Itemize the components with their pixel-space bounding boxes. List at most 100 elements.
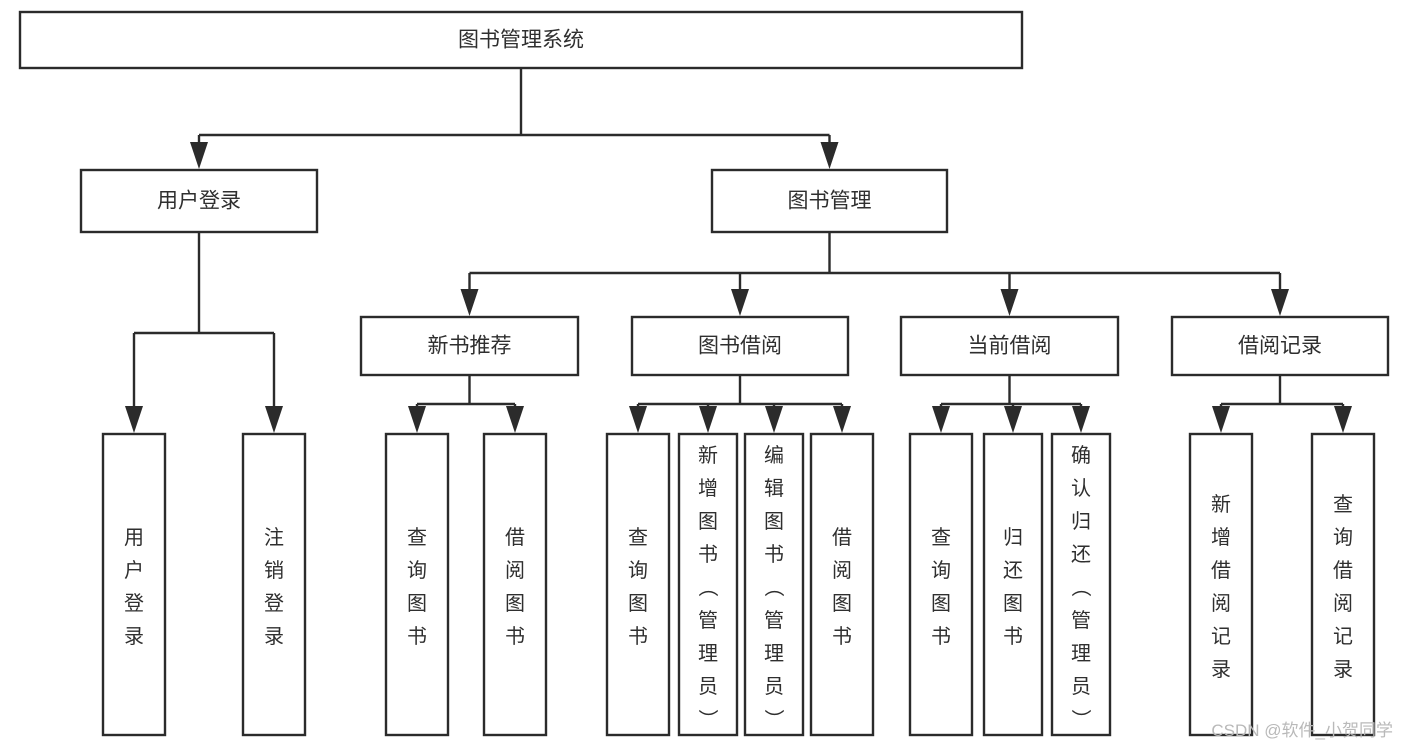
node-label-char: 管 [764,609,784,632]
node-label-char: （ [762,577,785,597]
node-label-char: 书 [505,625,525,648]
node-label-char: 图 [505,593,525,615]
node-label-char: 阅 [505,559,525,582]
node-box [809,432,875,737]
node-label-char: 图 [832,593,852,615]
node-box [1188,432,1254,737]
node-label-char: 图 [764,511,784,533]
node-box [908,432,974,737]
node-leaf-user-login[interactable]: 用户登录 [101,432,167,737]
node-label-char: 询 [1333,526,1353,549]
node-label-char: 书 [764,543,784,566]
node-label-char: 还 [1071,543,1091,566]
node-box [743,432,805,737]
node-label-char: 理 [764,643,784,665]
node-label-char: 归 [1071,510,1091,533]
node-label-char: 查 [1333,493,1353,516]
node-label-char: 查 [931,526,951,549]
node-label-char: 登 [264,592,284,615]
node-label-char: 归 [1003,526,1023,549]
node-label: 图书借阅 [698,335,782,358]
node-user-login[interactable]: 用户登录 [79,168,319,234]
node-label-char: 图 [628,593,648,615]
node-label-char: 录 [264,626,284,648]
node-label-char: 员 [1071,676,1091,698]
node-box [482,432,548,737]
node-box [710,168,949,234]
node-label-char: 管 [1071,609,1091,632]
node-label: 图书管理 [788,190,872,213]
node-box [1050,432,1112,737]
node-box [677,432,739,737]
node-label-char: 询 [407,559,427,582]
node-label-char: 图 [1003,593,1023,615]
node-label-char: 借 [1333,559,1353,582]
node-label-char: 书 [832,625,852,648]
node-label-char: 图 [931,593,951,615]
node-label-char: 查 [628,526,648,549]
node-label-char: ） [1069,709,1092,729]
node-box [899,315,1120,377]
node-layer: 图书管理系统用户登录图书管理新书推荐图书借阅当前借阅借阅记录用户登录注销登录查询… [18,10,1390,737]
node-label-char: 书 [628,625,648,648]
node-label-char: 阅 [1211,592,1231,615]
node-label-char: （ [1069,577,1092,597]
node-label-char: 书 [698,543,718,566]
node-label-char: 阅 [832,559,852,582]
node-label-char: 录 [1211,659,1231,681]
node-book-borrow[interactable]: 图书借阅 [630,315,850,377]
node-label-char: 录 [124,626,144,648]
node-label-char: 借 [832,526,852,549]
node-label-char: 查 [407,526,427,549]
node-label-char: 登 [124,592,144,615]
node-label-char: 记 [1333,625,1353,648]
node-box [101,432,167,737]
node-box [982,432,1044,737]
node-label-char: 新 [1211,493,1231,516]
node-label-char: 增 [1211,526,1231,549]
node-new-book-rec[interactable]: 新书推荐 [359,315,580,377]
node-label: 用户登录 [157,190,241,213]
node-label-char: 增 [698,477,718,500]
node-label-char: 书 [407,625,427,648]
node-box [241,432,307,737]
node-label-char: 图 [698,511,718,533]
node-label-char: 询 [931,559,951,582]
node-label-char: 还 [1003,559,1023,582]
node-book-manage[interactable]: 图书管理 [710,168,949,234]
connector-layer [125,68,1352,433]
node-label: 借阅记录 [1238,335,1322,358]
node-root-root[interactable]: 图书管理系统 [18,10,1024,70]
node-borrow-record[interactable]: 借阅记录 [1170,315,1390,377]
node-label-char: 员 [764,676,784,698]
node-label-char: 员 [698,676,718,698]
node-box [79,168,319,234]
node-label: 图书管理系统 [458,29,584,52]
node-label-char: 阅 [1333,592,1353,615]
node-label-char: 书 [1003,625,1023,648]
node-label-char: 注 [264,526,284,549]
node-label-char: （ [696,577,719,597]
node-label-char: 理 [698,643,718,665]
node-current-borrow[interactable]: 当前借阅 [899,315,1120,377]
node-label-char: ） [696,709,719,729]
node-label-char: 图 [407,593,427,615]
node-label-char: 询 [628,559,648,582]
node-label-char: 编 [764,444,784,467]
node-box [359,315,580,377]
node-label-char: 辑 [764,477,784,500]
